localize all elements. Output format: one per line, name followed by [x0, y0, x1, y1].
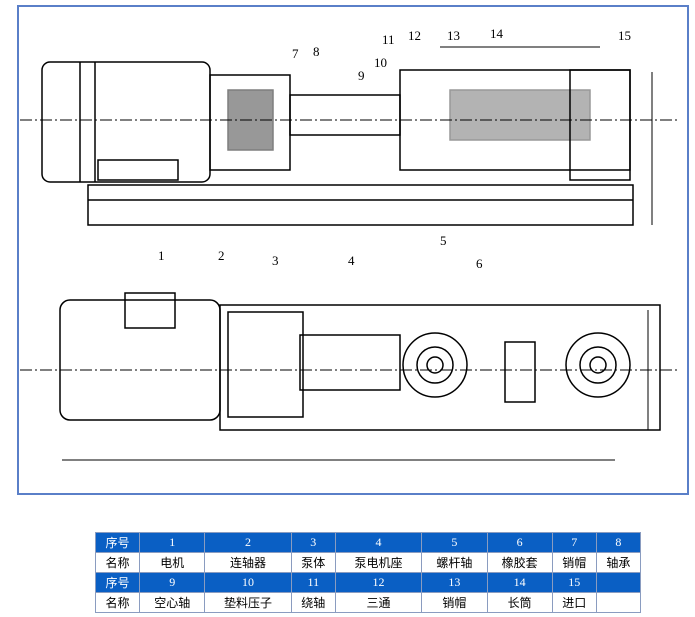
- num-cell: 13: [421, 572, 488, 593]
- name-cell: 电机: [139, 552, 206, 573]
- num-cell: 3: [290, 532, 336, 553]
- num-cell: 4: [334, 532, 423, 553]
- name-cell: 空心轴: [139, 592, 206, 613]
- label-3: 3: [272, 253, 279, 268]
- label-13: 13: [447, 28, 460, 43]
- name-cell: 进口: [551, 592, 597, 613]
- name-cell: 销帽: [551, 552, 597, 573]
- top-view: [20, 292, 680, 461]
- label-2: 2: [218, 248, 225, 263]
- num-cell: 11: [290, 572, 336, 593]
- num-cell: 5: [421, 532, 488, 553]
- name-cell: 泵电机座: [334, 552, 423, 573]
- label-14: 14: [490, 26, 504, 41]
- num-cell: 14: [486, 572, 553, 593]
- name-cell: 垫料压子: [204, 592, 292, 613]
- num-cell: [595, 572, 642, 593]
- name-cell: 橡胶套: [486, 552, 553, 573]
- header-cell: 序号: [94, 572, 141, 593]
- name-cell: 销帽: [421, 592, 488, 613]
- num-cell: 1: [139, 532, 206, 553]
- table-row: 序号 9 10 11 12 13 14 15: [94, 572, 642, 593]
- name-cell: 轴承: [595, 552, 642, 573]
- side-view: [20, 46, 680, 226]
- part-labels: 1 2 3 4 5 6 7 8 9 10 11 12 13 14 15: [158, 26, 631, 271]
- name-cell: 绕轴: [290, 592, 336, 613]
- pump-assembly-drawing: 1 2 3 4 5 6 7 8 9 10 11 12 13 14 15: [20, 26, 680, 461]
- name-cell: 泵体: [290, 552, 336, 573]
- num-cell: 7: [551, 532, 597, 553]
- num-cell: 2: [204, 532, 292, 553]
- parts-table: 序号 1 2 3 4 5 6 7 8 名称 电机 连轴器 泵体 泵电机座 螺杆轴…: [94, 532, 642, 613]
- table-row: 名称 电机 连轴器 泵体 泵电机座 螺杆轴 橡胶套 销帽 轴承: [94, 552, 642, 573]
- label-8: 8: [313, 44, 320, 59]
- label-15: 15: [618, 28, 631, 43]
- label-4: 4: [348, 253, 355, 268]
- label-9: 9: [358, 68, 365, 83]
- name-cell: 螺杆轴: [421, 552, 488, 573]
- header-cell: 名称: [94, 552, 141, 573]
- name-cell: 三通: [334, 592, 423, 613]
- table-row: 序号 1 2 3 4 5 6 7 8: [94, 532, 642, 553]
- num-cell: 6: [486, 532, 553, 553]
- name-cell: [595, 592, 642, 613]
- name-cell: 连轴器: [204, 552, 292, 573]
- label-5: 5: [440, 233, 447, 248]
- header-cell: 序号: [94, 532, 141, 553]
- label-7: 7: [292, 46, 299, 61]
- num-cell: 10: [204, 572, 292, 593]
- label-6: 6: [476, 256, 483, 271]
- label-10: 10: [374, 55, 387, 70]
- table-row: 名称 空心轴 垫料压子 绕轴 三通 销帽 长筒 进口: [94, 592, 642, 613]
- num-cell: 8: [595, 532, 642, 553]
- num-cell: 9: [139, 572, 206, 593]
- num-cell: 15: [551, 572, 597, 593]
- label-1: 1: [158, 248, 165, 263]
- num-cell: 12: [334, 572, 423, 593]
- header-cell: 名称: [94, 592, 141, 613]
- label-11: 11: [382, 32, 395, 47]
- drawing-frame: [17, 5, 689, 495]
- name-cell: 长筒: [486, 592, 553, 613]
- label-12: 12: [408, 28, 421, 43]
